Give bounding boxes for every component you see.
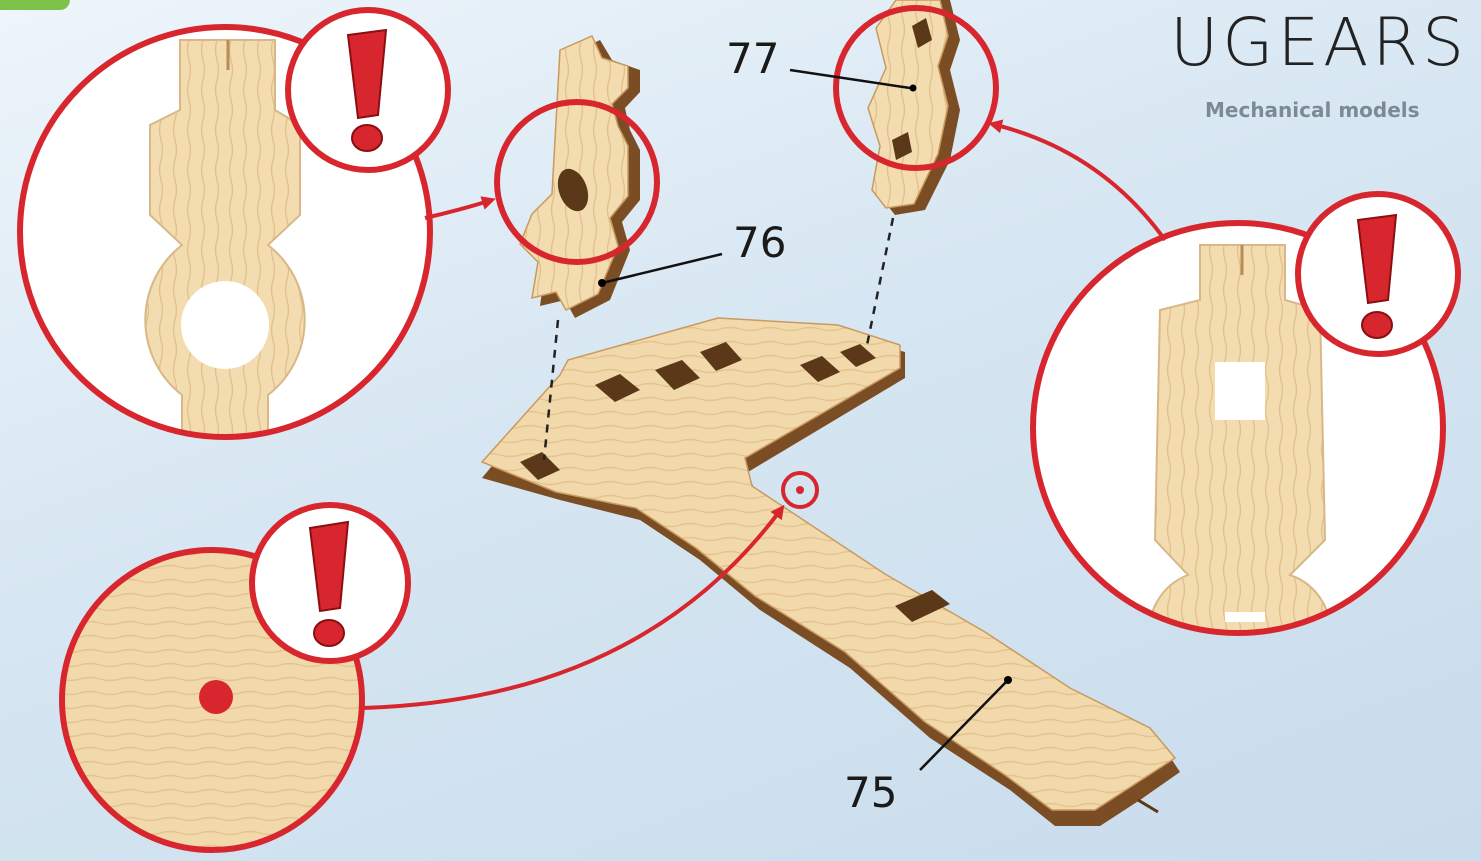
part-label-75: 75 xyxy=(844,772,897,814)
guide-line-77 xyxy=(866,218,893,350)
part-label-76: 76 xyxy=(733,222,786,264)
exclamation-icon xyxy=(1298,194,1458,354)
exclamation-icon xyxy=(252,505,408,661)
exclamation-icon xyxy=(288,10,448,170)
pointer-arrow-76 xyxy=(425,200,492,218)
part-77 xyxy=(836,0,996,215)
callout-part-77-detail xyxy=(1033,194,1458,640)
part-label-77: 77 xyxy=(726,38,779,80)
pointer-arrow-77 xyxy=(992,124,1165,240)
callout-hole-detail xyxy=(62,505,408,850)
callout-part-76-detail xyxy=(20,10,448,437)
